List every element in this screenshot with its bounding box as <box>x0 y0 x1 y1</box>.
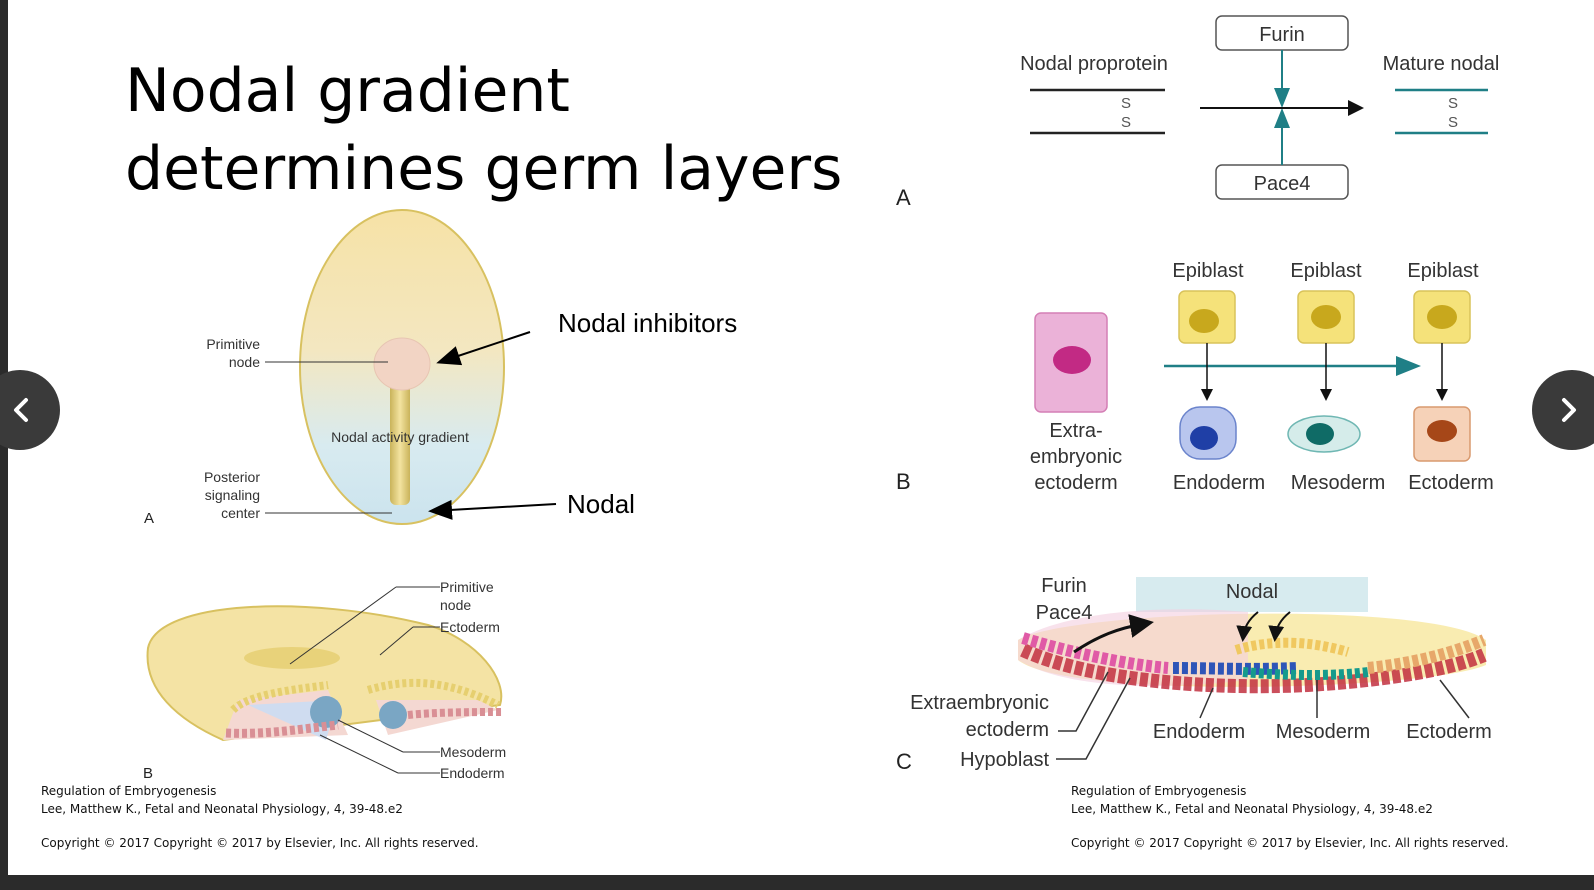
next-slide-button[interactable] <box>1532 370 1594 450</box>
extra-label-3: ectoderm <box>1034 472 1117 494</box>
primitive-node-shape <box>373 337 431 391</box>
embryo-disc-diagram <box>146 605 504 742</box>
proprotein-cleavage-diagram <box>1030 15 1488 200</box>
cell-fate-diagram <box>1034 290 1471 462</box>
proprotein-s2: S <box>1121 114 1131 131</box>
left-figure: Primitive node Nodal activity gradient P… <box>143 15 1500 782</box>
right-credit: Regulation of Embryogenesis Lee, Matthew… <box>1071 782 1509 852</box>
section-hypoblast-label: Hypoblast <box>960 749 1049 771</box>
disc-primitive-node-label-2: node <box>440 597 471 613</box>
section-nodal-label: Nodal <box>1226 581 1278 603</box>
chevron-right-icon <box>1562 398 1576 422</box>
posterior-label-1: Posterior <box>204 469 260 485</box>
posterior-label-2: signaling <box>205 487 260 503</box>
left-credit-line-1: Regulation of Embryogenesis <box>41 784 217 798</box>
epiblast-label-3: Epiblast <box>1407 260 1479 282</box>
cell-endoderm-label: Endoderm <box>1173 472 1265 494</box>
furin-label: Furin <box>1259 24 1305 46</box>
section-endoderm-label: Endoderm <box>1153 721 1245 743</box>
section-furin-label: Furin <box>1041 575 1087 597</box>
egg-embryo-diagram <box>299 209 505 525</box>
right-credit-line-1: Regulation of Embryogenesis <box>1071 784 1247 798</box>
disc-primitive-node-label-1: Primitive <box>440 579 494 595</box>
nodal-arrow <box>428 499 557 520</box>
nodal-band <box>1136 577 1368 612</box>
cell-mesoderm-label: Mesoderm <box>1291 472 1385 494</box>
nodal-activity-gradient-label: Nodal activity gradient <box>331 429 469 445</box>
nodal-inhibitors-arrow <box>436 331 531 366</box>
epiblast-label-1: Epiblast <box>1172 260 1244 282</box>
section-ectoderm-line-label: ectoderm <box>966 719 1049 741</box>
right-panel-c-label: C <box>896 749 912 774</box>
left-credit-line-2: Lee, Matthew K., Fetal and Neonatal Phys… <box>41 802 403 816</box>
nodal-inhibitors-label: Nodal inhibitors <box>558 308 737 338</box>
section-mesoderm-label: Mesoderm <box>1276 721 1370 743</box>
previous-slide-button[interactable] <box>0 370 60 450</box>
right-panel-a-label: A <box>896 185 911 210</box>
disc-mesoderm-label: Mesoderm <box>440 744 506 760</box>
primitive-node-label-2: node <box>229 354 260 370</box>
chevron-left-icon <box>14 398 28 422</box>
right-credit-line-2: Lee, Matthew K., Fetal and Neonatal Phys… <box>1071 802 1433 816</box>
pace4-label: Pace4 <box>1254 173 1311 195</box>
epiblast-label-2: Epiblast <box>1290 260 1362 282</box>
right-credit-line-3: Copyright © 2017 Copyright © 2017 by Els… <box>1071 836 1509 850</box>
primitive-streak <box>390 380 410 505</box>
slide: Nodal gradient determines germ layers <box>8 0 1594 875</box>
mature-s2: S <box>1448 114 1458 131</box>
posterior-label-3: center <box>221 505 260 521</box>
mature-nodal-label: Mature nodal <box>1383 53 1500 75</box>
extra-label-2: embryonic <box>1030 446 1122 468</box>
proprotein-s1: S <box>1121 95 1131 112</box>
extra-label-1: Extra- <box>1049 420 1102 442</box>
title-line-1: Nodal gradient <box>125 56 570 126</box>
left-panel-b-label: B <box>143 765 153 782</box>
disc-endoderm-label: Endoderm <box>440 765 505 781</box>
title-line-2: determines germ layers <box>125 134 843 204</box>
embryo-section-diagram <box>1018 577 1487 760</box>
section-pace4-label: Pace4 <box>1036 602 1093 624</box>
nodal-label: Nodal <box>567 489 635 519</box>
primitive-node-label-1: Primitive <box>206 336 260 352</box>
section-extraembryonic-label: Extraembryonic <box>910 692 1049 714</box>
left-credit-line-3: Copyright © 2017 Copyright © 2017 by Els… <box>41 836 479 850</box>
section-ectoderm-label: Ectoderm <box>1406 721 1492 743</box>
right-panel-b-label: B <box>896 469 911 494</box>
cell-ectoderm-label: Ectoderm <box>1408 472 1494 494</box>
disc-ectoderm-label: Ectoderm <box>440 619 500 635</box>
left-credit: Regulation of Embryogenesis Lee, Matthew… <box>41 782 479 852</box>
nodal-proprotein-label: Nodal proprotein <box>1020 53 1168 75</box>
left-panel-a-label: A <box>144 510 154 527</box>
mature-s1: S <box>1448 95 1458 112</box>
slide-title: Nodal gradient determines germ layers <box>125 52 842 208</box>
